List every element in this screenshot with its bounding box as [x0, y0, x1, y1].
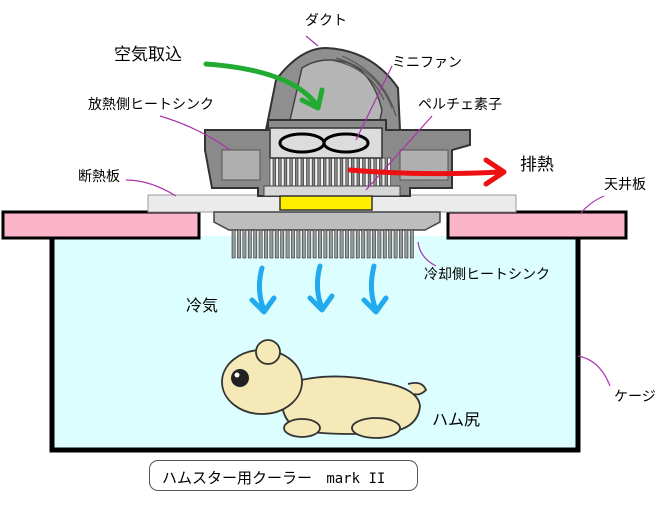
label-air-intake: 空気取込: [114, 45, 182, 65]
hot-fin: [286, 157, 291, 187]
ceiling-board-right: [446, 210, 628, 240]
hamster-eye-highlight: [234, 372, 240, 378]
hot-fin: [325, 157, 330, 187]
hot-fin: [314, 157, 319, 187]
cold-air-arrows: [249, 263, 389, 315]
cold-fin: [350, 229, 355, 259]
cold-heatsink-fins: [231, 229, 414, 259]
cold-fin: [323, 229, 328, 259]
chassis-inner: [221, 149, 261, 181]
cold-fin: [237, 229, 241, 259]
hot-fin: [331, 157, 335, 187]
cold-fin: [291, 229, 295, 259]
cold-fin: [382, 229, 387, 259]
label-duct: ダクト: [305, 13, 347, 29]
caption-model: mark II: [326, 471, 386, 487]
cold-fin: [399, 229, 403, 259]
hot-fin: [336, 157, 341, 187]
caption-title: ハムスター用クーラー: [162, 469, 313, 487]
label-exhaust: 排熱: [520, 155, 554, 175]
hot-fin: [297, 157, 302, 187]
label-hot-heatsink: 放熱側ヒートシンク: [88, 97, 214, 113]
hot-fin: [303, 157, 307, 187]
cold-fin: [366, 229, 371, 259]
cold-fin: [409, 229, 414, 259]
caption-box: ハムスター用クーラー mark II: [149, 460, 418, 491]
hot-fin: [275, 157, 279, 187]
hot-fin: [292, 157, 296, 187]
cold-heatsink-base: [213, 211, 441, 231]
label-peltier: ペルチェ素子: [418, 97, 502, 113]
mini-fan-blade-right: [322, 132, 370, 154]
cold-fin: [307, 229, 312, 259]
hamster: [221, 339, 428, 439]
cold-fin: [339, 229, 344, 259]
leader-lines: [125, 35, 611, 387]
cold-fin: [318, 229, 322, 259]
label-ceiling: 天井板: [604, 177, 646, 193]
cold-fin: [247, 229, 252, 259]
label-hamster: ハム尻: [432, 410, 481, 429]
cold-fin: [269, 229, 274, 259]
cold-fin: [388, 229, 393, 259]
cold-fin: [301, 229, 306, 259]
cold-fin: [328, 229, 333, 259]
cold-fin: [264, 229, 268, 259]
hamster-foot-left: [283, 418, 321, 438]
cold-fin: [296, 229, 301, 259]
cold-fin: [393, 229, 398, 259]
cold-fin: [372, 229, 376, 259]
label-cold-heatsink: 冷却側ヒートシンク: [424, 267, 550, 283]
caption: ハムスター用クーラー mark II: [162, 467, 385, 488]
ceiling-board-left: [1, 210, 201, 240]
cold-fin: [231, 229, 236, 259]
label-insulation: 断熱板: [78, 169, 120, 185]
cold-fin: [361, 229, 366, 259]
hot-fin: [269, 157, 274, 187]
hot-fin: [280, 157, 285, 187]
hamster-tail: [407, 381, 428, 396]
cold-fin: [285, 229, 290, 259]
cold-fin: [253, 229, 258, 259]
cold-fin: [258, 229, 263, 259]
cold-fin: [334, 229, 339, 259]
hamster-eye: [231, 369, 249, 387]
cold-fin: [377, 229, 382, 259]
hot-fin: [320, 157, 324, 187]
cold-fin: [404, 229, 409, 259]
cold-fin: [274, 229, 279, 259]
peltier-element: [279, 195, 373, 211]
exhaust-arrow: [347, 157, 507, 187]
label-cage: ケージ: [614, 389, 656, 405]
hamster-foot-right: [351, 417, 401, 439]
mini-fan-frame: [269, 127, 383, 159]
cold-fin: [242, 229, 247, 259]
cage: [49, 236, 581, 453]
intake-arrow: [203, 61, 325, 111]
cold-fin: [312, 229, 317, 259]
hamster-ear: [255, 339, 281, 365]
label-cold-air: 冷気: [186, 296, 219, 315]
cold-fin: [355, 229, 360, 259]
hot-heatsink-base: [263, 185, 401, 197]
label-mini-fan: ミニファン: [392, 55, 462, 71]
cold-fin: [345, 229, 349, 259]
hot-fin: [342, 157, 347, 187]
hot-fin: [308, 157, 313, 187]
duct-ribs: [329, 55, 397, 117]
cold-fin: [280, 229, 285, 259]
